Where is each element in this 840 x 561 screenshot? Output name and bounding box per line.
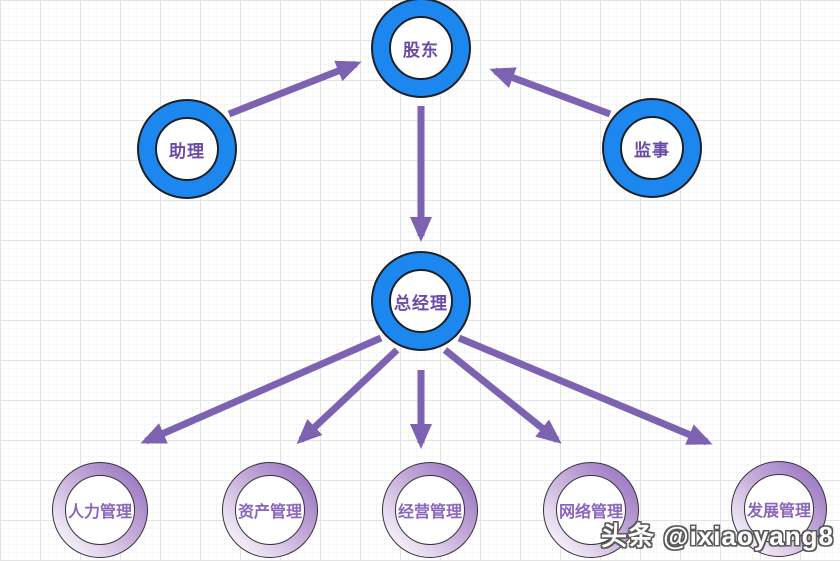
node-shareholder-face: 股东 xyxy=(389,16,453,80)
node-general-manager-face: 总经理 xyxy=(389,269,453,333)
node-operations-management: 经营管理 xyxy=(382,462,478,558)
node-development-management: 发展管理 xyxy=(731,461,827,557)
edge-gm-to-asset xyxy=(296,347,400,445)
node-hr-management: 人力管理 xyxy=(52,462,148,558)
node-general-manager-label: 总经理 xyxy=(394,293,448,313)
node-network-management-label: 网络管理 xyxy=(558,504,623,521)
node-operations-management-label: 经营管理 xyxy=(397,504,462,521)
node-hr-management-face: 人力管理 xyxy=(65,475,135,545)
node-network-management: 网络管理 xyxy=(543,462,639,558)
node-asset-management-face: 资产管理 xyxy=(235,475,305,545)
edge-gm-to-development xyxy=(457,334,713,446)
node-assistant-face: 助理 xyxy=(155,117,219,181)
node-asset-management: 资产管理 xyxy=(222,462,318,558)
node-supervisor-face: 监事 xyxy=(620,116,684,180)
node-shareholder-label: 股东 xyxy=(403,40,439,60)
node-development-management-label: 发展管理 xyxy=(746,503,811,520)
node-asset-management-label: 资产管理 xyxy=(237,504,302,521)
edge-supervisor-to-shareholder xyxy=(489,67,612,118)
node-development-management-face: 发展管理 xyxy=(744,474,814,544)
watermark-toutiao: 头条 @ixiaoyang8 xyxy=(601,521,834,551)
node-supervisor-label: 监事 xyxy=(634,140,670,160)
node-assistant-label: 助理 xyxy=(169,141,205,161)
node-supervisor: 监事 xyxy=(602,98,702,198)
edge-gm-to-hr xyxy=(140,334,383,445)
node-hr-management-label: 人力管理 xyxy=(67,504,132,521)
edge-assistant-to-shareholder xyxy=(227,60,362,118)
node-operations-management-face: 经营管理 xyxy=(395,475,465,545)
node-general-manager: 总经理 xyxy=(371,251,471,351)
node-network-management-face: 网络管理 xyxy=(556,475,626,545)
node-shareholder: 股东 xyxy=(371,0,471,98)
node-assistant: 助理 xyxy=(137,99,237,199)
edge-gm-to-network xyxy=(442,347,562,444)
